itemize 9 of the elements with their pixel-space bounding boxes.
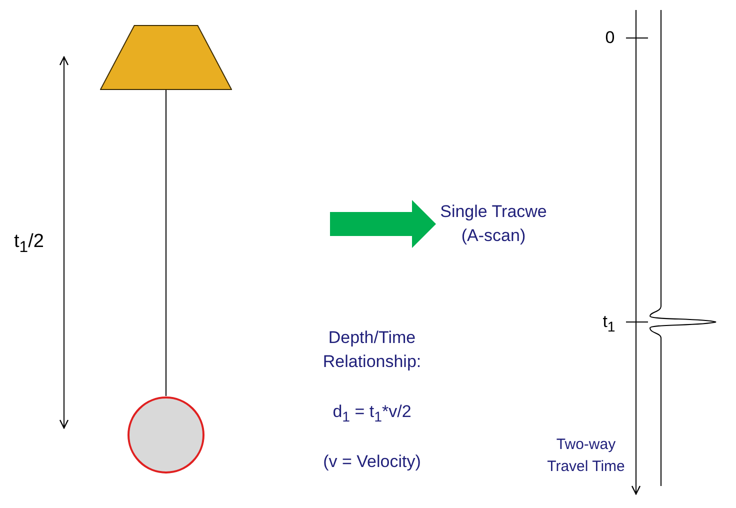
relationship-heading: Depth/Time Relationship: xyxy=(322,327,422,373)
depth-formula: d$_{1}$ = t$_{1}$*v/2 xyxy=(332,401,412,428)
tick-label: t$_{1}$ xyxy=(602,311,616,338)
block-arrow xyxy=(330,200,436,248)
axis-title: Two-way Travel Time xyxy=(546,435,626,477)
dimension-label: t$_{1}$/2 xyxy=(14,230,45,258)
trace-title: Single Tracwe (A-scan) xyxy=(439,201,548,247)
velocity-note: (v = Velocity) xyxy=(322,451,422,473)
tick-label: 0 xyxy=(604,27,616,49)
